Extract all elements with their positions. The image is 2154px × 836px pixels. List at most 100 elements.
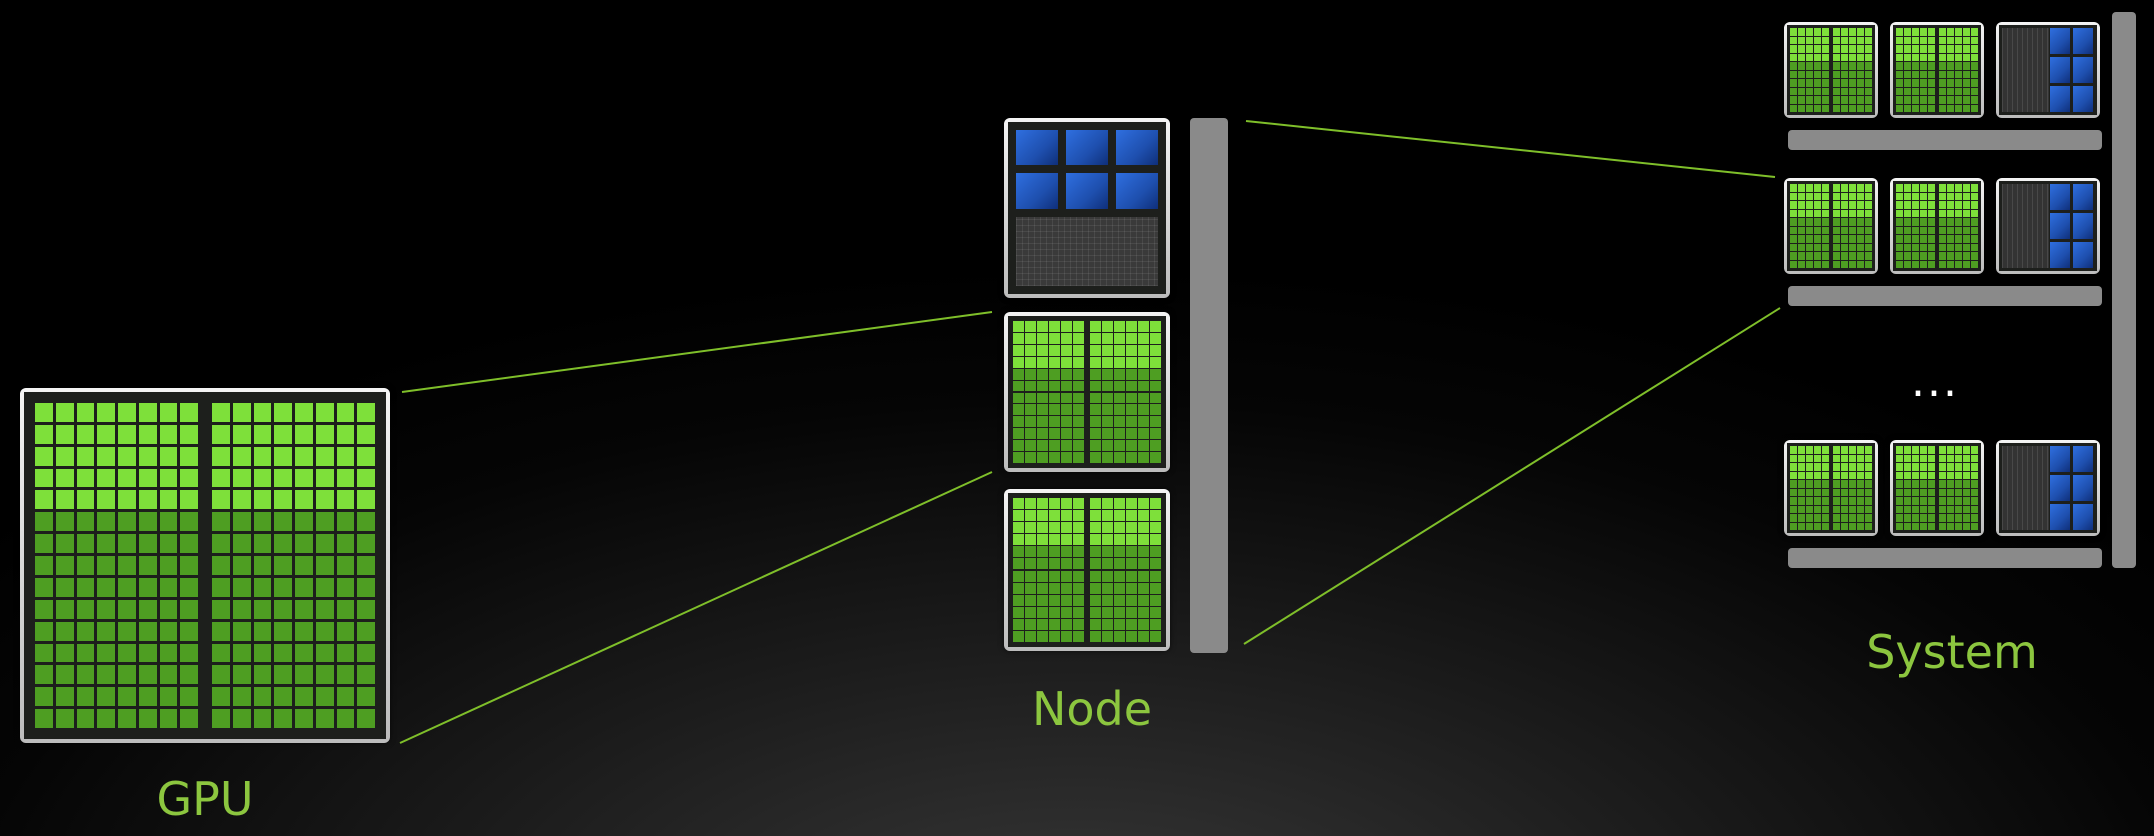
gpu-core: [1049, 630, 1060, 642]
gpu-core: [1822, 209, 1829, 217]
gpu-core: [76, 665, 95, 685]
gpu-core: [274, 556, 292, 575]
gpu-core: [1963, 201, 1970, 209]
gpu-core: [1896, 226, 1903, 234]
gpu-core: [1904, 96, 1911, 104]
gpu-core: [1939, 488, 1946, 496]
gpu-core: [55, 643, 74, 663]
gpu-core: [1947, 184, 1954, 192]
gpu-core: [336, 512, 355, 532]
gpu-core: [1025, 522, 1036, 534]
gpu-core: [1896, 260, 1903, 268]
gpu-core: [1849, 514, 1856, 522]
gpu-core: [1849, 454, 1856, 462]
gpu-core: [1013, 368, 1024, 380]
gpu-core: [1061, 321, 1072, 332]
gpu-core: [1126, 522, 1137, 534]
gpu-to-node-bottom-line: [399, 471, 993, 744]
gpu-core: [1955, 480, 1962, 488]
system-gpu-chip: [1784, 178, 1878, 274]
gpu-core: [138, 599, 157, 619]
gpu-core: [1896, 201, 1903, 209]
cpu-core: [2072, 213, 2093, 239]
gpu-core: [357, 577, 375, 597]
gpu-core: [1073, 570, 1084, 582]
gpu-core: [336, 577, 355, 597]
gpu-core: [1790, 252, 1797, 260]
gpu-core: [336, 534, 355, 554]
gpu-core: [1939, 218, 1946, 226]
gpu-core: [1114, 582, 1125, 594]
gpu-core: [274, 403, 292, 422]
gpu-core: [1928, 471, 1935, 479]
gpu-core: [1955, 36, 1962, 44]
gpu-core: [1920, 104, 1927, 112]
gpu-core: [138, 403, 157, 422]
gpu-core: [1857, 218, 1864, 226]
gpu-core: [357, 643, 375, 663]
gpu-core: [1833, 192, 1840, 200]
gpu-core: [1947, 260, 1954, 268]
gpu-core: [1865, 96, 1872, 104]
gpu-core: [232, 424, 251, 444]
gpu-core: [159, 577, 178, 597]
gpu-core: [1025, 332, 1036, 344]
gpu-core: [1790, 218, 1797, 226]
gpu-core: [1928, 522, 1935, 530]
gpu-core: [1037, 452, 1048, 463]
gpu-core: [1073, 344, 1084, 356]
gpu-core: [118, 424, 136, 444]
gpu-core: [1138, 618, 1149, 630]
gpu-core: [1025, 606, 1036, 618]
gpu-core: [1955, 522, 1962, 530]
gpu-core: [1904, 28, 1911, 36]
gpu-core: [1013, 618, 1024, 630]
gpu-core: [1939, 226, 1946, 234]
gpu-core: [1822, 488, 1829, 496]
gpu-core: [159, 599, 178, 619]
gpu-core: [1896, 192, 1903, 200]
system-node-bar: [1788, 130, 2102, 150]
gpu-core: [232, 599, 251, 619]
gpu-core: [1806, 226, 1813, 234]
gpu-core: [180, 687, 198, 707]
gpu-core: [97, 599, 115, 619]
gpu-core: [1073, 452, 1084, 463]
gpu-core: [1904, 446, 1911, 454]
gpu-core: [357, 446, 375, 466]
cpu-core: [2072, 504, 2093, 530]
gpu-core: [1822, 104, 1829, 112]
gpu-core: [1126, 452, 1137, 463]
gpu-core: [357, 556, 375, 575]
gpu-core: [315, 599, 334, 619]
gpu-core: [1971, 28, 1978, 36]
gpu-core: [1822, 53, 1829, 61]
gpu-core: [1971, 226, 1978, 234]
gpu-core: [1896, 488, 1903, 496]
gpu-core: [274, 490, 292, 510]
gpu-core: [1061, 404, 1072, 416]
gpu-core: [1955, 454, 1962, 462]
gpu-core: [1806, 104, 1813, 112]
gpu-core: [1049, 428, 1060, 440]
system-gpu-chip: [1890, 22, 1984, 118]
gpu-core: [1090, 356, 1101, 368]
gpu-core: [1013, 416, 1024, 428]
gpu-core: [1806, 252, 1813, 260]
cpu-core: [1016, 130, 1058, 166]
gpu-core: [1912, 201, 1919, 209]
gpu-core: [1073, 630, 1084, 642]
gpu-core: [1790, 209, 1797, 217]
gpu-core: [159, 446, 178, 466]
gpu-core: [1822, 62, 1829, 70]
gpu-core: [1904, 218, 1911, 226]
gpu-core: [1904, 70, 1911, 78]
gpu-core: [1920, 36, 1927, 44]
gpu-core: [1971, 70, 1978, 78]
gpu-core: [97, 424, 115, 444]
gpu-core: [1090, 380, 1101, 392]
gpu-core: [1857, 514, 1864, 522]
gpu-core: [1102, 618, 1113, 630]
gpu-core: [1061, 416, 1072, 428]
gpu-core: [1073, 510, 1084, 522]
